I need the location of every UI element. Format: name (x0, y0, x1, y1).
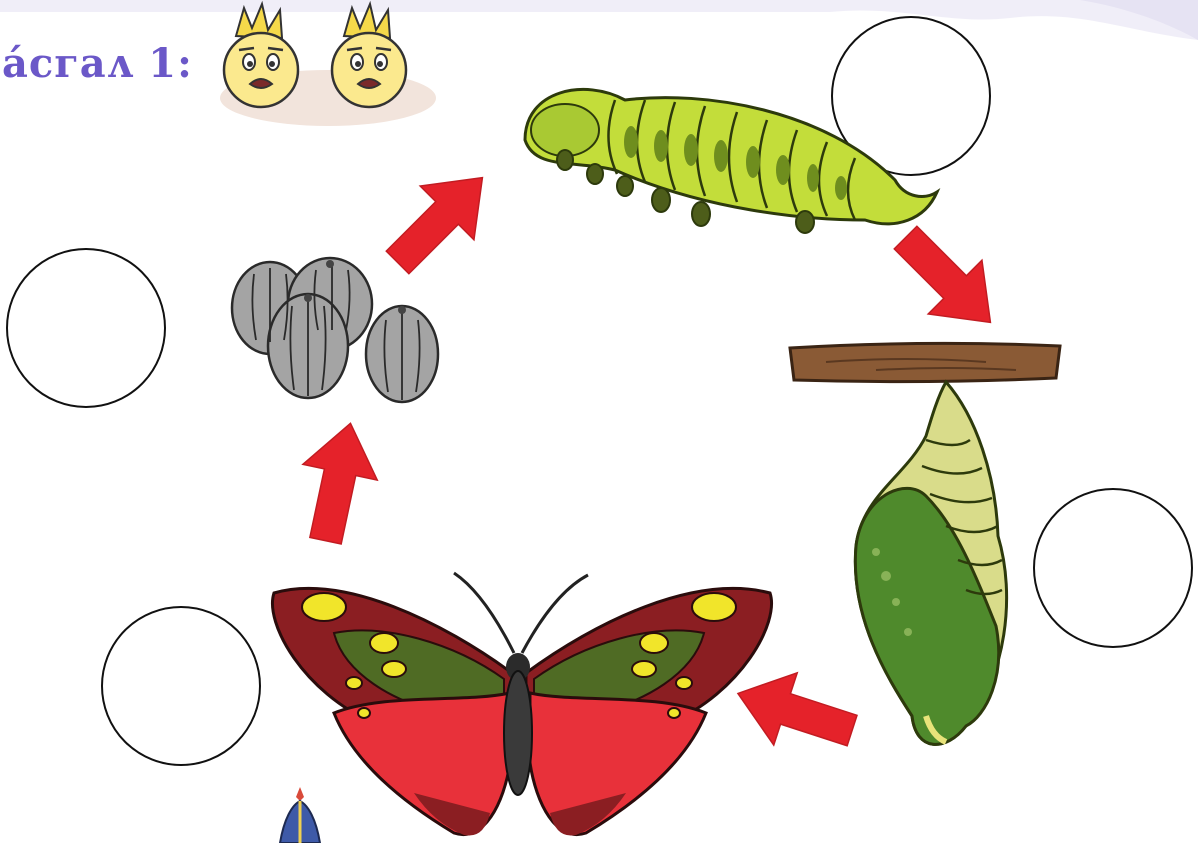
decoration-icon (270, 783, 330, 843)
butterfly-illustration (264, 563, 784, 843)
chrysalis-illustration (846, 376, 1016, 756)
arrow-butterfly-to-eggs (288, 415, 387, 548)
eggs-illustration (212, 250, 452, 420)
caterpillar-illustration (505, 70, 945, 240)
